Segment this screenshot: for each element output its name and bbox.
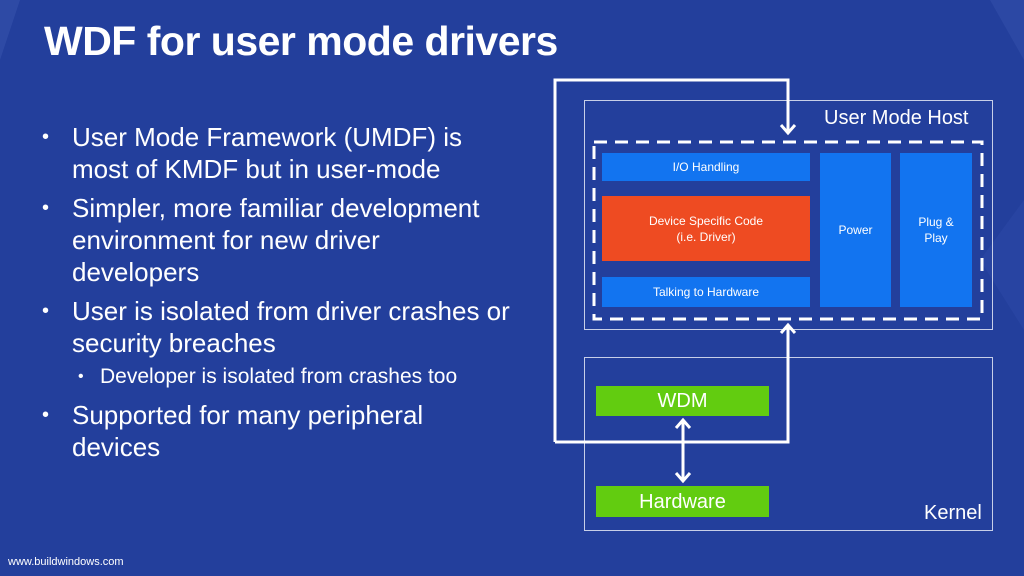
device-specific-code-block: Device Specific Code (i.e. Driver) — [602, 196, 810, 261]
plug-label-line1: Plug & — [918, 215, 954, 229]
slide-title: WDF for user mode drivers — [44, 18, 558, 64]
arrow-host-from-kernel-head — [779, 322, 797, 334]
device-code-label: Device Specific Code — [648, 213, 764, 228]
plug-label-line2: Play — [924, 231, 948, 245]
io-handling-label: I/O Handling — [672, 160, 740, 174]
arrow-to-wdm — [555, 422, 685, 444]
io-handling-block: I/O Handling — [602, 153, 810, 181]
driver-dashed-boundary — [592, 140, 984, 321]
footer-url: www.buildwindows.com — [8, 556, 124, 568]
bullet-umdf: User Mode Framework (UMDF) is most of KM… — [40, 121, 510, 185]
arrow-wdm-to-hardware-head — [674, 472, 692, 484]
arrow-into-host — [553, 78, 790, 442]
wdm-block: WDM — [596, 386, 769, 416]
bullet-list: User Mode Framework (UMDF) is most of KM… — [40, 121, 510, 470]
bullet-isolated: User is isolated from driver crashes or … — [40, 295, 510, 359]
talking-to-hardware-label: Talking to Hardware — [652, 285, 760, 299]
arrow-host-from-kernel — [683, 326, 790, 444]
arrow-to-wdm-head — [674, 417, 692, 429]
wdm-label: WDM — [657, 390, 708, 412]
arrow-into-host-head — [779, 124, 797, 136]
power-block: Power — [820, 153, 891, 307]
bullet-supported: Supported for many peripheral devices — [40, 399, 510, 463]
talking-to-hardware-block: Talking to Hardware — [602, 277, 810, 307]
sub-bullet-developer: Developer is isolated from crashes too — [40, 364, 510, 390]
hardware-label: Hardware — [639, 490, 726, 513]
plug-and-play-block: Plug & Play — [900, 153, 972, 307]
hardware-block: Hardware — [596, 486, 769, 517]
bullet-simpler: Simpler, more familiar development envir… — [40, 192, 510, 288]
user-mode-host-label: User Mode Host — [824, 107, 969, 129]
power-label: Power — [838, 223, 873, 237]
kernel-label: Kernel — [924, 502, 982, 524]
device-code-sublabel: (i.e. Driver) — [676, 229, 736, 244]
